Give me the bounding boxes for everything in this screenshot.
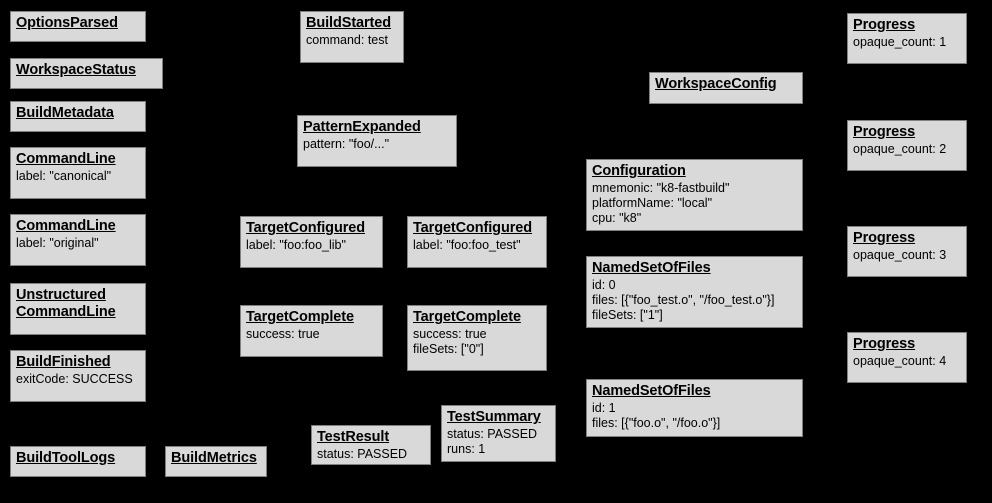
- node-field: runs: 1: [447, 441, 486, 456]
- node-build-metadata[interactable]: BuildMetadata: [10, 101, 146, 132]
- node-field: success: true: [246, 327, 320, 342]
- node-title: Progress: [853, 230, 916, 246]
- node-title: BuildToolLogs: [16, 450, 116, 466]
- node-title: CommandLine: [16, 151, 116, 167]
- node-title: BuildFinished: [16, 354, 111, 370]
- node-field: opaque_count: 4: [853, 354, 947, 369]
- node-field: files: [{"foo.o", "/foo.o"}]: [592, 415, 721, 430]
- node-title: Progress: [853, 17, 916, 33]
- node-target-complete-foo-lib[interactable]: TargetComplete success: true: [240, 305, 383, 357]
- node-title: TestSummary: [447, 409, 541, 425]
- node-field: cpu: "k8": [592, 210, 642, 225]
- node-fields: opaque_count: 4: [853, 354, 961, 369]
- node-fields: command: test: [306, 33, 398, 48]
- node-field: exitCode: SUCCESS: [16, 372, 133, 387]
- node-field: id: 1: [592, 401, 616, 416]
- node-target-configured-foo-lib[interactable]: TargetConfigured label: "foo:foo_lib": [240, 216, 383, 268]
- node-unstructured-command-line[interactable]: Unstructured CommandLine: [10, 283, 146, 335]
- node-fields: opaque_count: 2: [853, 142, 961, 157]
- node-test-result[interactable]: TestResult status: PASSED: [311, 425, 431, 465]
- node-title: CommandLine: [16, 218, 116, 234]
- node-fields: success: true: [246, 327, 377, 342]
- node-title: NamedSetOfFiles: [592, 260, 711, 276]
- node-field: status: PASSED: [447, 427, 538, 442]
- node-field: status: PASSED: [317, 447, 408, 462]
- node-title: Unstructured CommandLine: [16, 287, 116, 321]
- node-field: fileSets: ["0"]: [413, 341, 484, 356]
- node-progress-3[interactable]: Progress opaque_count: 3: [847, 226, 967, 277]
- node-fields: exitCode: SUCCESS: [16, 372, 140, 387]
- node-field: platformName: "local": [592, 195, 713, 210]
- node-fields: label: "foo:foo_test": [413, 238, 541, 253]
- node-build-metrics[interactable]: BuildMetrics: [165, 446, 267, 477]
- node-title: WorkspaceStatus: [16, 62, 136, 78]
- node-title: TargetComplete: [246, 309, 354, 325]
- node-field: label: "foo:foo_lib": [246, 238, 346, 253]
- node-title: BuildMetrics: [171, 450, 257, 466]
- node-build-tool-logs[interactable]: BuildToolLogs: [10, 446, 146, 477]
- node-pattern-expanded[interactable]: PatternExpanded pattern: "foo/...": [297, 115, 457, 167]
- node-build-started[interactable]: BuildStarted command: test: [300, 11, 404, 63]
- node-title: OptionsParsed: [16, 15, 118, 31]
- node-command-line-original[interactable]: CommandLine label: "original": [10, 214, 146, 266]
- node-fields: pattern: "foo/...": [303, 137, 451, 152]
- node-field: success: true: [413, 327, 487, 342]
- node-title: TargetConfigured: [413, 220, 532, 236]
- node-fields: status: PASSED: [317, 447, 425, 462]
- node-title: Progress: [853, 336, 916, 352]
- node-field: command: test: [306, 33, 388, 48]
- node-progress-4[interactable]: Progress opaque_count: 4: [847, 332, 967, 383]
- node-build-finished[interactable]: BuildFinished exitCode: SUCCESS: [10, 350, 146, 402]
- node-field: mnemonic: "k8-fastbuild": [592, 181, 730, 196]
- node-title: BuildMetadata: [16, 105, 114, 121]
- node-field: label: "original": [16, 236, 99, 251]
- node-field: label: "foo:foo_test": [413, 238, 521, 253]
- node-field: fileSets: ["1"]: [592, 307, 663, 322]
- node-field: label: "canonical": [16, 169, 112, 184]
- node-title: BuildStarted: [306, 15, 392, 31]
- node-progress-2[interactable]: Progress opaque_count: 2: [847, 120, 967, 171]
- node-title: PatternExpanded: [303, 119, 421, 135]
- node-workspace-config[interactable]: WorkspaceConfig: [649, 72, 803, 104]
- node-title: Configuration: [592, 163, 686, 179]
- node-target-configured-foo-test[interactable]: TargetConfigured label: "foo:foo_test": [407, 216, 547, 268]
- node-field: pattern: "foo/...": [303, 137, 390, 152]
- node-fields: opaque_count: 1: [853, 35, 961, 50]
- node-field: files: [{"foo_test.o", "/foo_test.o"}]: [592, 292, 775, 307]
- node-progress-1[interactable]: Progress opaque_count: 1: [847, 13, 967, 64]
- node-fields: opaque_count: 3: [853, 248, 961, 263]
- node-title: TestResult: [317, 429, 390, 445]
- node-field: opaque_count: 2: [853, 142, 947, 157]
- node-field: opaque_count: 1: [853, 35, 947, 50]
- node-fields: mnemonic: "k8-fastbuild"platformName: "l…: [592, 181, 797, 225]
- node-title: TargetConfigured: [246, 220, 365, 236]
- node-field: opaque_count: 3: [853, 248, 947, 263]
- node-title: NamedSetOfFiles: [592, 383, 711, 399]
- node-title: Progress: [853, 124, 916, 140]
- node-configuration[interactable]: Configuration mnemonic: "k8-fastbuild"pla…: [586, 159, 803, 231]
- node-title: WorkspaceConfig: [655, 76, 777, 92]
- node-title: TargetComplete: [413, 309, 521, 325]
- node-workspace-status[interactable]: WorkspaceStatus: [10, 58, 163, 89]
- node-command-line-canonical[interactable]: CommandLine label: "canonical": [10, 147, 146, 199]
- node-fields: label: "foo:foo_lib": [246, 238, 377, 253]
- node-field: id: 0: [592, 278, 616, 293]
- node-fields: label: "original": [16, 236, 140, 251]
- node-fields: label: "canonical": [16, 169, 140, 184]
- node-options-parsed[interactable]: OptionsParsed: [10, 11, 146, 42]
